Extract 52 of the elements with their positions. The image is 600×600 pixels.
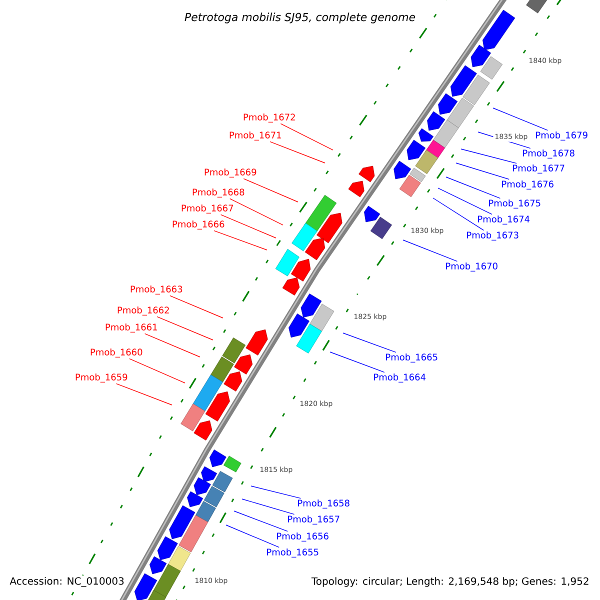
leader-line bbox=[214, 230, 268, 250]
gene-label: Pmob_1673 bbox=[467, 232, 518, 240]
gene-label: Pmob_1667 bbox=[182, 204, 234, 214]
gene-label: Pmob_1679 bbox=[536, 132, 588, 140]
gene-label: Pmob_1670 bbox=[446, 262, 498, 272]
gene-label: Pmob_1671 bbox=[230, 132, 281, 140]
gene-label: Pmob_1676 bbox=[502, 180, 554, 190]
leader-line bbox=[270, 141, 326, 164]
leader-line bbox=[456, 162, 510, 180]
leader-line bbox=[243, 178, 298, 202]
leader-line bbox=[492, 108, 548, 131]
leader-line bbox=[432, 198, 484, 231]
leader-line bbox=[226, 524, 280, 548]
gene-label: Pmob_1665 bbox=[386, 354, 438, 362]
gene-label: Pmob_1657 bbox=[288, 516, 340, 524]
leader-line bbox=[234, 510, 288, 532]
leader-line bbox=[330, 352, 385, 373]
gene-label: Pmob_1655 bbox=[267, 548, 318, 558]
gene-label: Pmob_1662 bbox=[118, 306, 169, 316]
gene-label: Pmob_1677 bbox=[513, 164, 564, 174]
leader-line bbox=[144, 333, 200, 358]
leader-line bbox=[170, 295, 224, 318]
gene-label: Pmob_1656 bbox=[277, 532, 328, 542]
gene-label: Pmob_1663 bbox=[130, 286, 182, 294]
gene-label: Pmob_1675 bbox=[489, 200, 540, 208]
leader-line bbox=[242, 498, 295, 515]
gene-label: Pmob_1674 bbox=[478, 216, 530, 224]
leader-line bbox=[438, 188, 492, 215]
gene-label: Pmob_1669 bbox=[204, 168, 256, 178]
leader-line bbox=[446, 176, 501, 199]
gene-label: Pmob_1660 bbox=[90, 348, 142, 358]
gene-label: Pmob_1661 bbox=[106, 324, 157, 332]
info-text: Topology: circular; Length: 2,169,548 bp; Genes: 1,952 bbox=[310, 576, 591, 588]
leader-line bbox=[250, 486, 302, 499]
leader-line bbox=[116, 383, 172, 406]
title: Petrotoga mobilis SJ95, complete genome bbox=[184, 12, 416, 24]
gene-label: Pmob_1678 bbox=[523, 150, 574, 158]
gene-label: Pmob_1659 bbox=[76, 374, 128, 382]
info-text: Accession: NC_010003 bbox=[8, 576, 126, 588]
leader-line bbox=[280, 123, 334, 150]
leader-line bbox=[156, 316, 214, 340]
leader-line bbox=[402, 240, 458, 262]
gene-label: Pmob_1668 bbox=[192, 188, 244, 198]
gene-label: Pmob_1658 bbox=[298, 500, 350, 508]
gene-label: Pmob_1666 bbox=[172, 220, 224, 230]
leader-line bbox=[230, 198, 284, 226]
leader-line bbox=[220, 214, 276, 238]
gene-label: Pmob_1672 bbox=[244, 114, 295, 122]
gene-label: Pmob_1664 bbox=[374, 374, 426, 382]
leader-line bbox=[342, 332, 396, 353]
leader-line bbox=[129, 358, 186, 384]
leader-line bbox=[460, 148, 517, 164]
